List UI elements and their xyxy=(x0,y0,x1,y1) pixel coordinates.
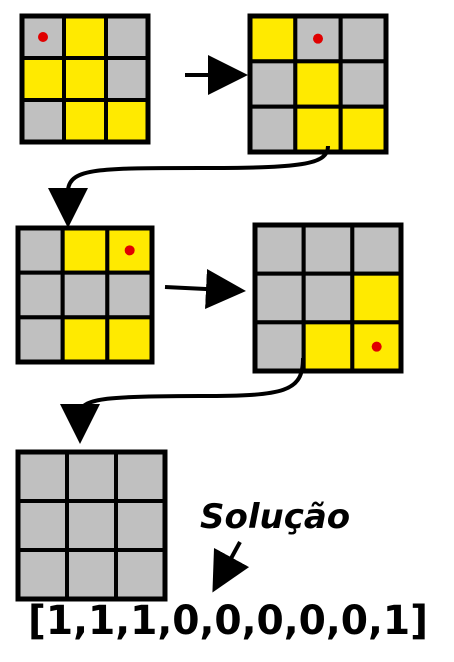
cell-on xyxy=(104,98,150,144)
cell-on xyxy=(60,315,110,365)
cell-off xyxy=(338,14,388,64)
pressed-cell-dot xyxy=(313,33,323,44)
cell-off xyxy=(16,499,69,552)
cell-on xyxy=(60,226,110,275)
solution-label: Solução xyxy=(200,497,350,537)
grid-border xyxy=(252,222,404,374)
cell-off xyxy=(104,56,150,102)
grid-step-1 xyxy=(19,13,151,145)
grid-step-3 xyxy=(15,225,155,365)
cell-off xyxy=(253,320,306,374)
cell-off xyxy=(16,270,65,320)
grid-step-2 xyxy=(247,13,389,155)
pressed-cell-dot xyxy=(371,341,382,352)
pressed-cell-dot xyxy=(38,32,48,42)
cell-off xyxy=(60,270,110,320)
cell-on xyxy=(105,315,155,365)
cell-off xyxy=(114,499,167,552)
grid-border xyxy=(19,13,151,145)
grid-step-5 xyxy=(15,449,168,602)
cell-off xyxy=(16,548,69,601)
cell-on xyxy=(293,59,343,109)
cell-off xyxy=(301,223,355,276)
arrow-to-solution xyxy=(212,541,250,593)
cell-off xyxy=(65,499,118,552)
cell-off xyxy=(16,315,65,365)
cell-on xyxy=(338,104,388,154)
solution-sequence: [1,1,1,0,0,0,0,0,1] xyxy=(28,598,428,644)
cell-on xyxy=(62,56,108,102)
cell-off xyxy=(350,223,404,276)
cell-off xyxy=(253,223,306,276)
cell-on xyxy=(62,98,108,144)
grid-border xyxy=(15,449,168,602)
cell-on xyxy=(350,271,404,325)
grid-border xyxy=(15,225,155,365)
cell-off xyxy=(65,548,118,601)
arrow-curved-1 xyxy=(48,145,330,228)
cell-on xyxy=(293,104,343,154)
cell-off xyxy=(114,450,167,503)
grid-step-4 xyxy=(252,222,404,374)
cell-on xyxy=(20,56,66,102)
arrow-right-2 xyxy=(164,269,246,309)
cell-off xyxy=(20,98,66,144)
cell-on xyxy=(248,14,298,64)
grid-border xyxy=(247,13,389,155)
cell-on xyxy=(301,320,355,374)
pressed-cell-dot xyxy=(124,245,135,256)
cell-on xyxy=(62,14,108,60)
cell-off xyxy=(16,226,65,275)
cell-off xyxy=(104,14,150,60)
cell-off xyxy=(248,104,298,154)
arrow-curved-2 xyxy=(60,357,305,444)
cell-off xyxy=(65,450,118,503)
cell-off xyxy=(338,59,388,109)
cell-off xyxy=(301,271,355,325)
cell-off xyxy=(105,270,155,320)
cell-off xyxy=(248,59,298,109)
cell-off xyxy=(253,271,306,325)
cell-off xyxy=(16,450,69,503)
cell-off xyxy=(114,548,167,601)
